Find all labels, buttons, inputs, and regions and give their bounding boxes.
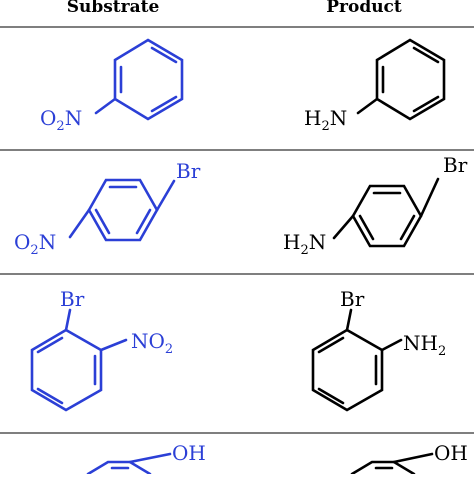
row2-substrate-br-label: Br — [176, 159, 201, 183]
row3-product-ring — [311, 328, 384, 412]
row1-product-bond-n — [356, 97, 379, 115]
row2-substrate-bond-n — [68, 208, 91, 239]
row3-substrate-bond-n — [99, 338, 128, 352]
row2-product-ring — [351, 184, 423, 248]
row1-product-structure: H2N — [304, 38, 446, 134]
row1-substrate-structure: O2N — [40, 38, 184, 134]
row4-product-oh-label: OH — [434, 441, 468, 465]
row3-substrate-ring — [30, 328, 103, 412]
row1-substrate-ring — [113, 38, 184, 121]
row4-product-structure: OH — [350, 441, 468, 476]
row3-substrate-br-label: Br — [60, 287, 85, 311]
row2-substrate-ring — [87, 178, 159, 242]
row3-product-bond-br — [345, 308, 353, 332]
row2-product-structure: Br H2N — [283, 153, 468, 258]
row3-product-label: NH2 — [403, 331, 446, 359]
row4-product-ring — [350, 460, 416, 476]
row2-substrate-label: O2N — [14, 230, 56, 258]
row4-substrate-structure: OH — [86, 441, 206, 476]
row1-product-label: H2N — [304, 106, 347, 134]
row3-substrate-bond-br — [64, 308, 72, 332]
row3-product-bond-n — [380, 338, 403, 352]
row4-product-bond-o — [392, 452, 434, 464]
row3-product-br-label: Br — [340, 287, 365, 311]
row3-substrate-label: NO2 — [131, 329, 173, 357]
row4-substrate-ring — [86, 460, 152, 476]
header-product: Product — [326, 0, 402, 17]
row2-product-bond-n — [332, 214, 355, 240]
row1-substrate-bond-n — [94, 97, 117, 115]
row2-product-br-label: Br — [443, 153, 468, 177]
header-substrate: Substrate — [67, 0, 160, 17]
row1-product-ring — [375, 38, 446, 121]
row1-substrate-label: O2N — [40, 106, 82, 134]
row2-product-bond-br — [419, 177, 440, 218]
row4-substrate-oh-label: OH — [172, 441, 206, 465]
row2-product-label: H2N — [283, 230, 326, 258]
row3-substrate-structure: Br NO2 — [30, 287, 173, 412]
row4-substrate-bond-o — [128, 452, 172, 464]
row2-substrate-structure: Br O2N — [14, 159, 201, 258]
row3-product-structure: Br NH2 — [311, 287, 446, 412]
row2-substrate-bond-br — [155, 179, 176, 212]
